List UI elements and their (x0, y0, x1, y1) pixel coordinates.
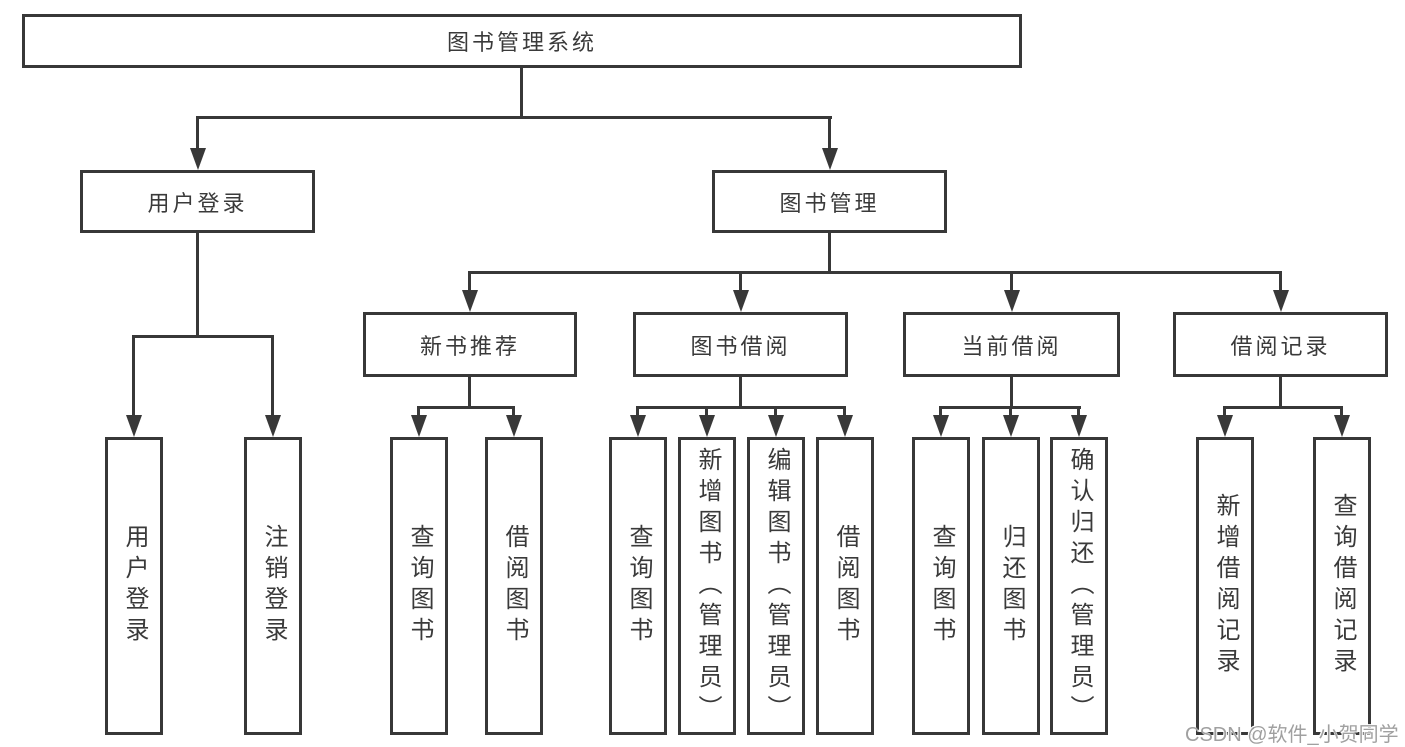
connector-line (739, 272, 742, 291)
connector-line (132, 335, 274, 338)
node-leaf-borrow-books: 借阅图书 (816, 437, 874, 735)
node-label: 查询图书 (625, 524, 652, 648)
arrow-down-icon (699, 415, 715, 437)
arrow-down-icon (733, 290, 749, 312)
node-label: 新书推荐 (419, 333, 520, 359)
node-leaf-confirm-return-admin: 确认归还（管理员） (1050, 437, 1108, 735)
connector-line (636, 406, 846, 409)
node-label: 归还图书 (998, 524, 1025, 648)
node-leaf-borrow-books-recommend: 借阅图书 (485, 437, 543, 735)
node-label: 编辑图书（管理员） (763, 446, 790, 726)
arrow-down-icon (265, 415, 281, 437)
node-borrowing-records: 借阅记录 (1173, 312, 1388, 377)
node-book-borrowing: 图书借阅 (633, 312, 848, 377)
node-leaf-add-borrow-record: 新增借阅记录 (1196, 437, 1254, 735)
connector-line (939, 407, 942, 415)
node-label: 借阅图书 (501, 524, 528, 648)
node-label: 借阅图书 (832, 524, 859, 648)
node-label: 用户登录 (121, 524, 148, 648)
node-label: 查询图书 (928, 524, 955, 648)
arrow-down-icon (630, 415, 646, 437)
node-leaf-search-books: 查询图书 (609, 437, 667, 735)
arrow-down-icon (1004, 290, 1020, 312)
node-leaf-edit-books-admin: 编辑图书（管理员） (747, 437, 805, 735)
node-new-book-recommendation: 新书推荐 (363, 312, 577, 377)
connector-line (1077, 407, 1080, 415)
connector-line (843, 407, 846, 415)
connector-line (705, 407, 708, 415)
node-label: 查询借阅记录 (1329, 493, 1356, 679)
arrow-down-icon (126, 415, 142, 437)
arrow-down-icon (1273, 290, 1289, 312)
node-label: 当前借阅 (961, 333, 1062, 359)
connector-line (1010, 272, 1013, 291)
connector-line (520, 66, 523, 118)
arrow-down-icon (933, 415, 949, 437)
node-book-management: 图书管理 (712, 170, 947, 233)
node-leaf-add-books-admin: 新增图书（管理员） (678, 437, 736, 735)
node-label: 新增借阅记录 (1212, 493, 1239, 679)
arrow-down-icon (506, 415, 522, 437)
connector-line (739, 377, 742, 408)
node-label: 查询图书 (406, 524, 433, 648)
node-leaf-user-login: 用户登录 (105, 437, 163, 735)
arrow-down-icon (411, 415, 427, 437)
connector-line (1009, 407, 1012, 415)
node-label: 图书管理系统 (446, 30, 597, 55)
csdn-watermark: CSDN @软件_小贺同学 (1185, 724, 1399, 746)
connector-line (417, 407, 420, 415)
arrow-down-icon (1334, 415, 1350, 437)
node-label: 借阅记录 (1230, 333, 1331, 359)
connector-line (1279, 272, 1282, 291)
arrow-down-icon (1071, 415, 1087, 437)
connector-line (417, 406, 515, 409)
connector-line (1223, 407, 1226, 415)
connector-line (1010, 377, 1013, 408)
arrow-down-icon (768, 415, 784, 437)
arrow-down-icon (1217, 415, 1233, 437)
arrow-down-icon (190, 148, 206, 170)
node-label: 图书管理 (779, 190, 880, 216)
connector-line (774, 407, 777, 415)
node-label: 图书借阅 (690, 333, 791, 359)
arrow-down-icon (462, 290, 478, 312)
connector-line (1340, 407, 1343, 415)
connector-line (1279, 377, 1282, 408)
node-leaf-search-borrow-record: 查询借阅记录 (1313, 437, 1371, 735)
node-library-management-system: 图书管理系统 (22, 14, 1022, 68)
connector-line (468, 377, 471, 408)
arrow-down-icon (837, 415, 853, 437)
node-label: 确认归还（管理员） (1066, 446, 1093, 726)
connector-line (636, 407, 639, 415)
connector-line (1223, 406, 1343, 409)
connector-line (271, 336, 274, 415)
connector-line (132, 336, 135, 415)
node-label: 注销登录 (260, 524, 287, 648)
node-label: 新增图书（管理员） (694, 446, 721, 726)
connector-line (468, 272, 471, 291)
arrow-down-icon (822, 148, 838, 170)
connector-line (196, 233, 199, 337)
connector-line (828, 117, 831, 150)
node-leaf-search-current-books: 查询图书 (912, 437, 970, 735)
connector-line (512, 407, 515, 415)
node-leaf-search-books-recommend: 查询图书 (390, 437, 448, 735)
arrow-down-icon (1003, 415, 1019, 437)
node-leaf-logout: 注销登录 (244, 437, 302, 735)
connector-line (828, 233, 831, 274)
connector-line (468, 271, 1282, 274)
node-label: 用户登录 (147, 190, 248, 216)
node-user-login: 用户登录 (80, 170, 315, 233)
node-current-borrowing: 当前借阅 (903, 312, 1120, 377)
connector-line (196, 116, 832, 119)
connector-line (196, 117, 199, 150)
node-leaf-return-books: 归还图书 (982, 437, 1040, 735)
